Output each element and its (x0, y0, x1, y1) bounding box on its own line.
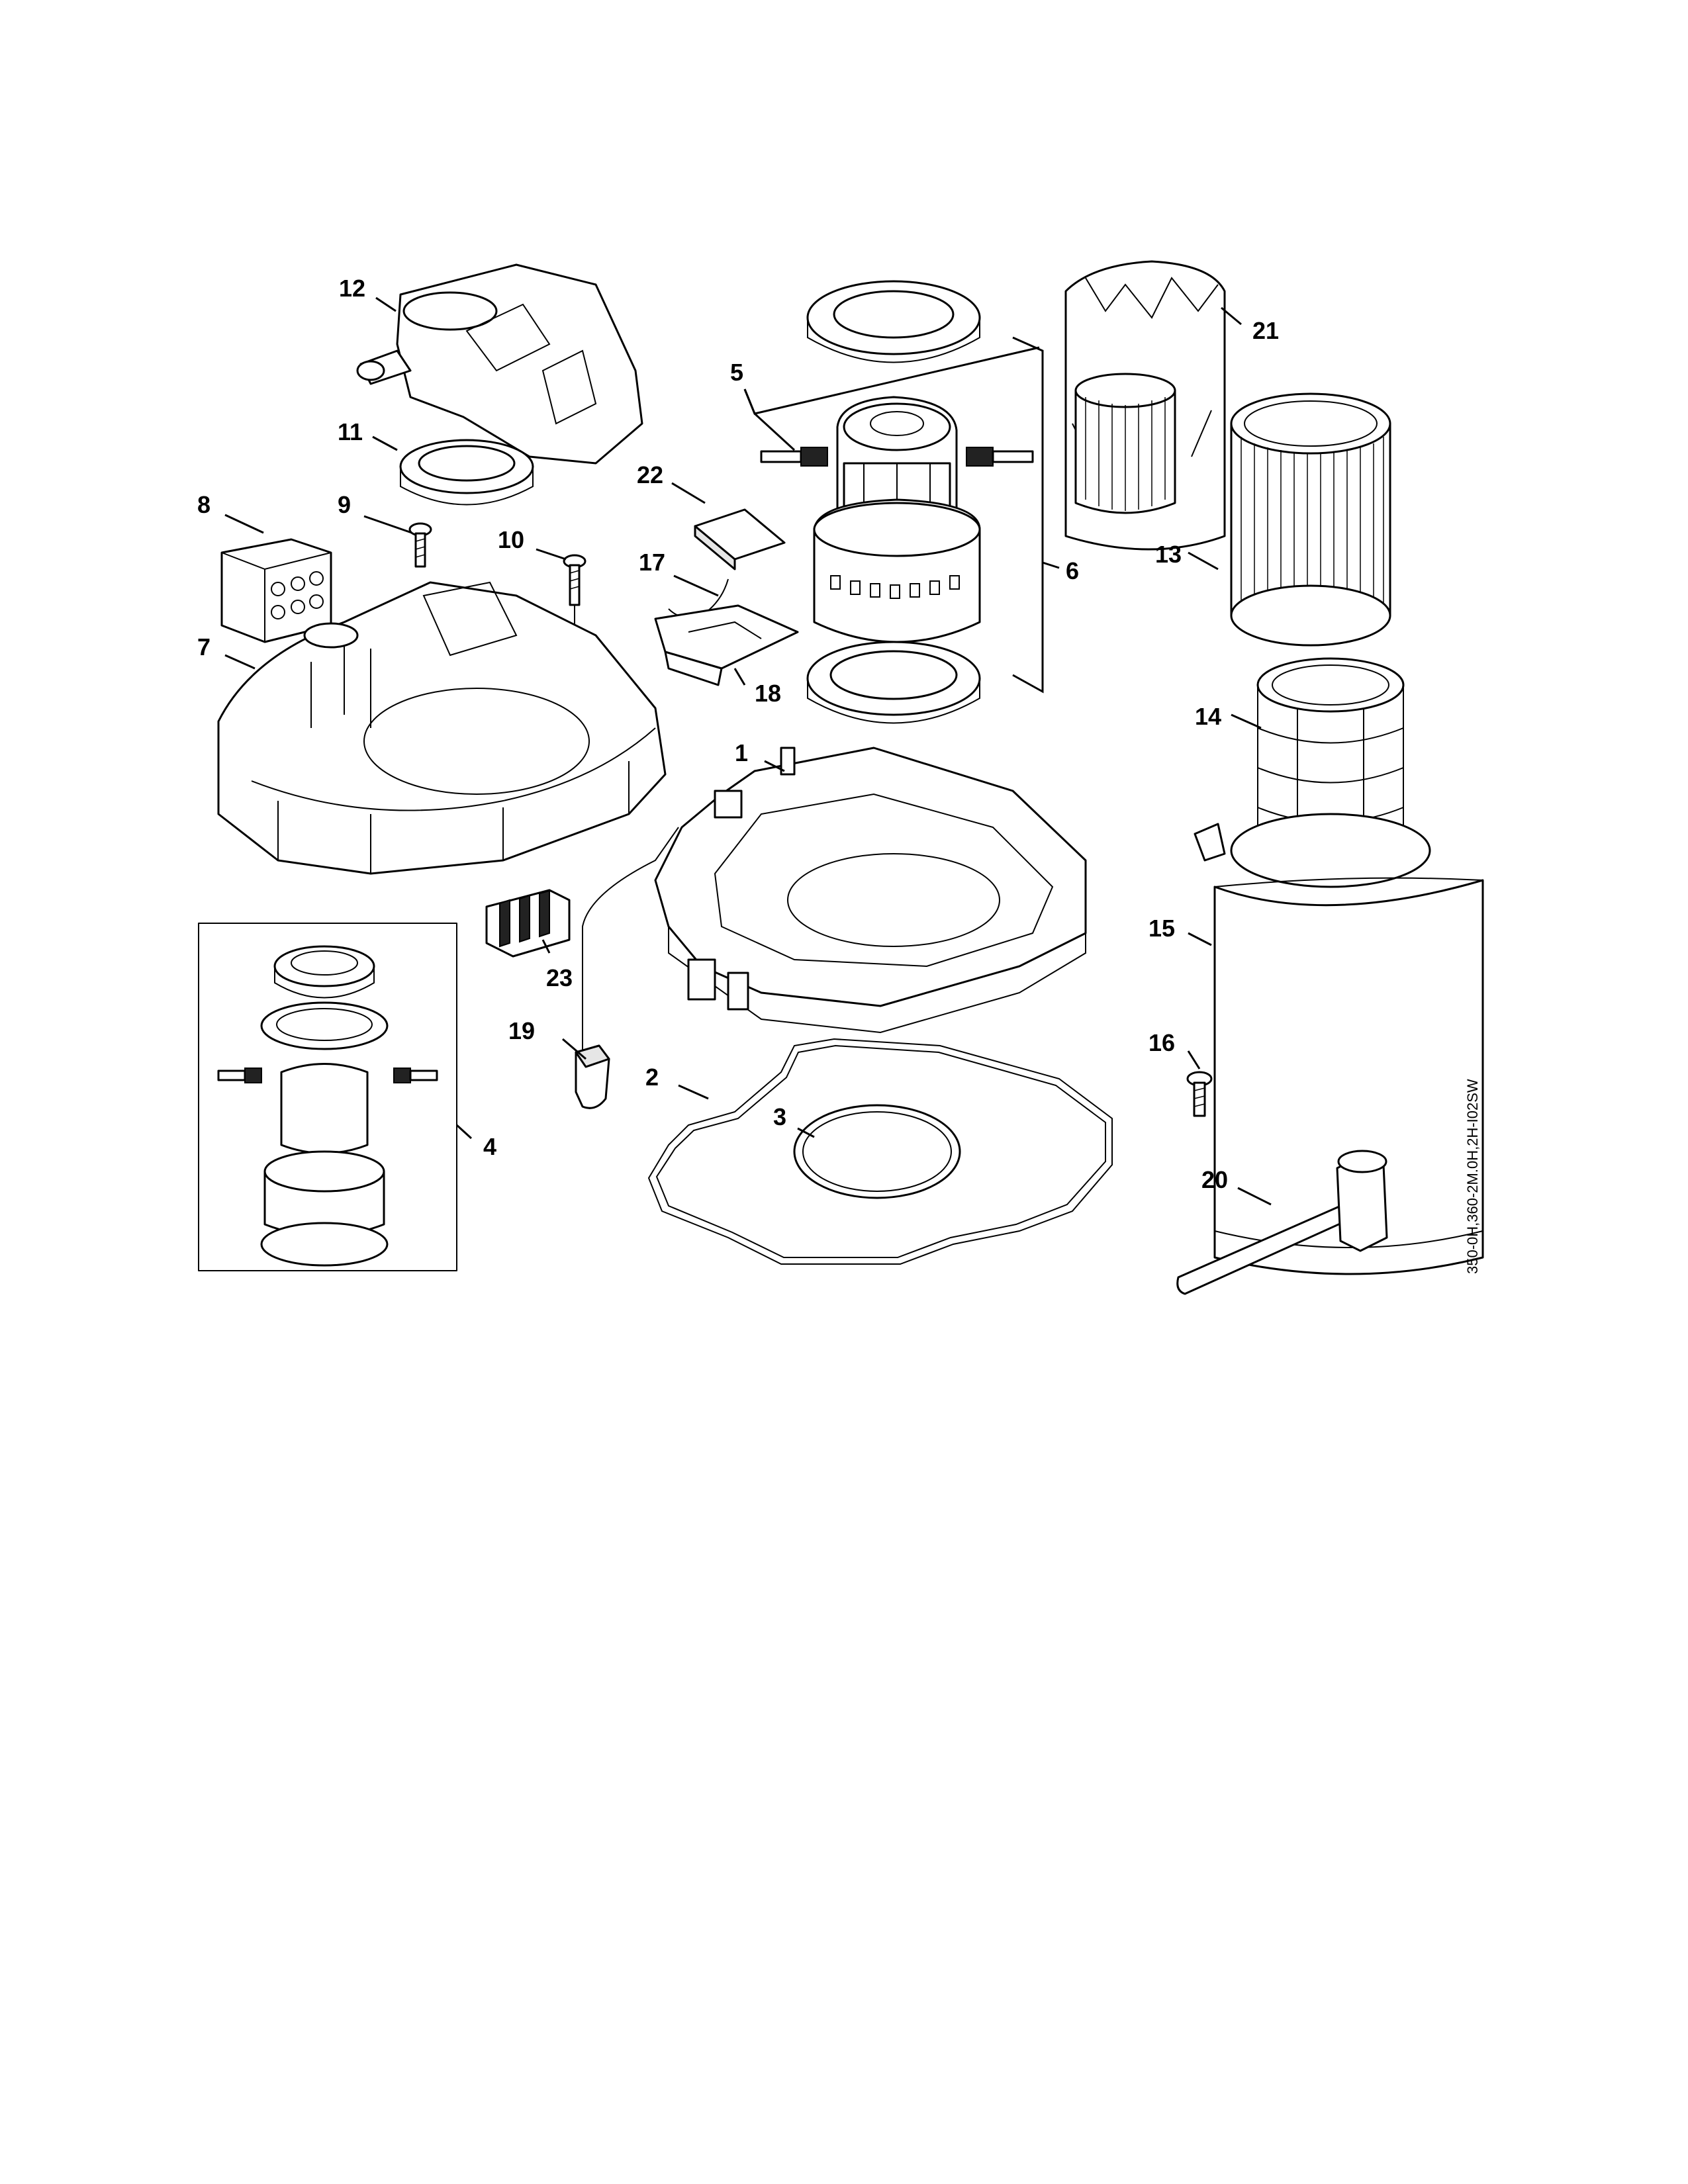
callout-16: 16 (1149, 1029, 1175, 1056)
callout-labels: 1 2 3 4 5 6 7 8 9 10 11 12 13 14 15 16 1… (197, 275, 1279, 1193)
reference-code: 350-0H,360-2M.0H,2H-I02SW (1464, 1079, 1481, 1274)
callout-5: 5 (730, 359, 743, 386)
part-15-container (1194, 823, 1484, 1275)
part-9-screw (408, 522, 432, 568)
part-5-motor (760, 396, 1034, 643)
callout-15: 15 (1149, 915, 1175, 942)
part-2-gasket (647, 1038, 1113, 1265)
callout-17: 17 (639, 549, 665, 576)
motor-bottom-seal (806, 641, 981, 724)
callout-8: 8 (197, 491, 211, 518)
callout-11: 11 (338, 418, 363, 445)
callout-9: 9 (338, 491, 351, 518)
callout-10: 10 (498, 526, 524, 553)
callout-13: 13 (1155, 541, 1182, 568)
callout-1: 1 (735, 739, 748, 766)
callout-19: 19 (508, 1017, 535, 1044)
callout-4: 4 (483, 1133, 496, 1160)
callout-6: 6 (1066, 557, 1079, 584)
part-13-cartridge-filter (1230, 392, 1391, 647)
callout-18: 18 (755, 680, 781, 707)
part-11-ring (399, 439, 534, 506)
callout-21: 21 (1252, 317, 1279, 344)
part-19-switch (575, 827, 679, 1109)
callout-23: 23 (546, 964, 573, 991)
part-1-base-chassis (654, 747, 1087, 1034)
callout-3: 3 (773, 1103, 786, 1130)
callout-2: 2 (645, 1064, 659, 1091)
part-4-motor-kit-box (198, 923, 457, 1271)
part-14-filter-cage (1230, 657, 1431, 888)
callout-22: 22 (637, 461, 663, 488)
part-22-cover-plate (694, 508, 786, 570)
part-7-lower-housing (217, 581, 667, 875)
carbon-brush-left (760, 447, 828, 467)
part-23-terminal-block (485, 889, 571, 958)
part-18-bracket (654, 604, 799, 686)
leader-lines (224, 296, 1272, 1206)
part-12-upper-housing (356, 263, 643, 465)
callout-20: 20 (1201, 1166, 1228, 1193)
callout-14: 14 (1195, 703, 1221, 730)
callout-7: 7 (197, 633, 211, 660)
callout-12: 12 (339, 275, 365, 302)
part-6-top-seal (806, 280, 981, 363)
part-16-screw (1186, 1071, 1213, 1117)
part-3-ring-seal (793, 1104, 961, 1199)
part-20-wrench (1176, 1150, 1388, 1295)
motor-vent-slots (830, 575, 960, 599)
carbon-brush-right (966, 447, 1034, 467)
inner-cartridge-filter (1074, 373, 1176, 514)
